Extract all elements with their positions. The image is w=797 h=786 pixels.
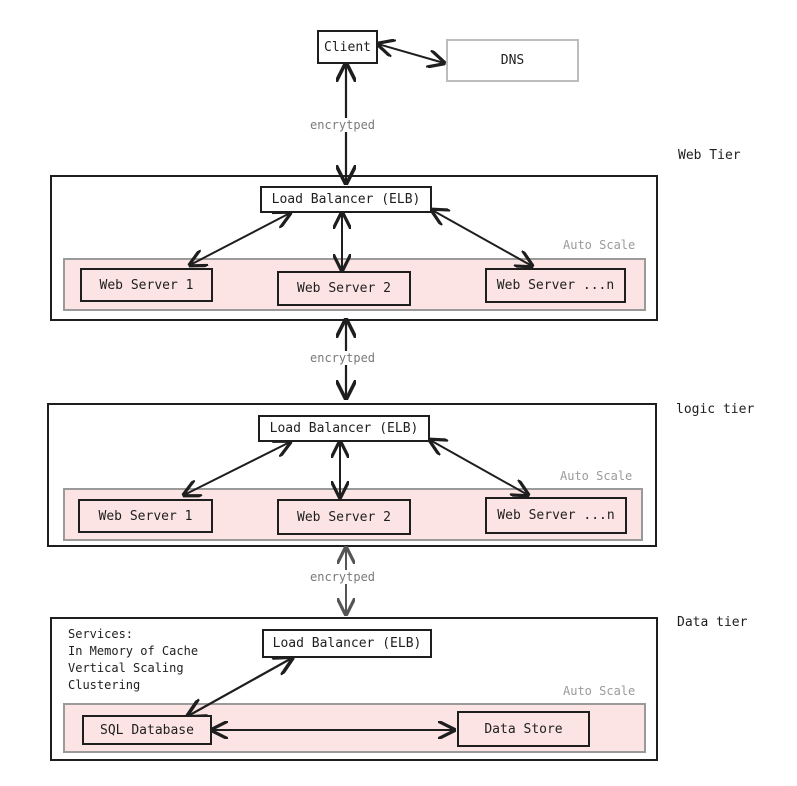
web-lb-servern-arrow (432, 210, 532, 266)
encrypted-label-client-web: encrytped (308, 118, 378, 132)
service-item: In Memory of Cache (68, 644, 199, 658)
logic-tier-label: logic tier (676, 402, 755, 417)
web-load-balancer: Load Balancer (ELB) (260, 186, 432, 213)
data-tier-services-note: Services: In Memory of Cache Vertical Sc… (68, 626, 198, 694)
dns-node: DNS (446, 39, 579, 82)
encrypted-label-logic-data: encrytped (308, 570, 378, 584)
encrypted-label-web-logic: encrytped (308, 351, 378, 365)
data-load-balancer: Load Balancer (ELB) (262, 629, 432, 658)
logic-auto-scale-label: Auto Scale (560, 469, 633, 483)
data-lb-db-arrow (188, 658, 292, 716)
data-auto-scale-label: Auto Scale (563, 684, 636, 698)
data-tier-container (50, 617, 658, 761)
web-server-2: Web Server 2 (277, 271, 411, 306)
logic-load-balancer: Load Balancer (ELB) (258, 415, 430, 442)
web-tier-label: Web Tier (678, 148, 741, 163)
logic-lb-servern-arrow (430, 440, 528, 495)
web-server-1: Web Server 1 (80, 268, 213, 302)
client-node: Client (317, 30, 378, 64)
services-heading: Services: (68, 627, 134, 641)
service-item: Vertical Scaling (68, 661, 184, 675)
logic-server-n: Web Server ...n (485, 497, 627, 534)
web-lb-server1-arrow (190, 213, 290, 265)
web-auto-scale-label: Auto Scale (563, 238, 636, 252)
sql-database: SQL Database (82, 715, 212, 745)
data-store: Data Store (457, 711, 590, 747)
web-server-n: Web Server ...n (485, 268, 626, 303)
logic-server-2: Web Server 2 (277, 499, 411, 535)
logic-lb-server1-arrow (184, 442, 290, 495)
service-item: Clustering (68, 678, 141, 692)
data-tier-label: Data tier (677, 615, 748, 630)
logic-tier-container (47, 403, 657, 547)
client-dns-arrow (378, 44, 444, 63)
logic-server-1: Web Server 1 (78, 499, 213, 533)
